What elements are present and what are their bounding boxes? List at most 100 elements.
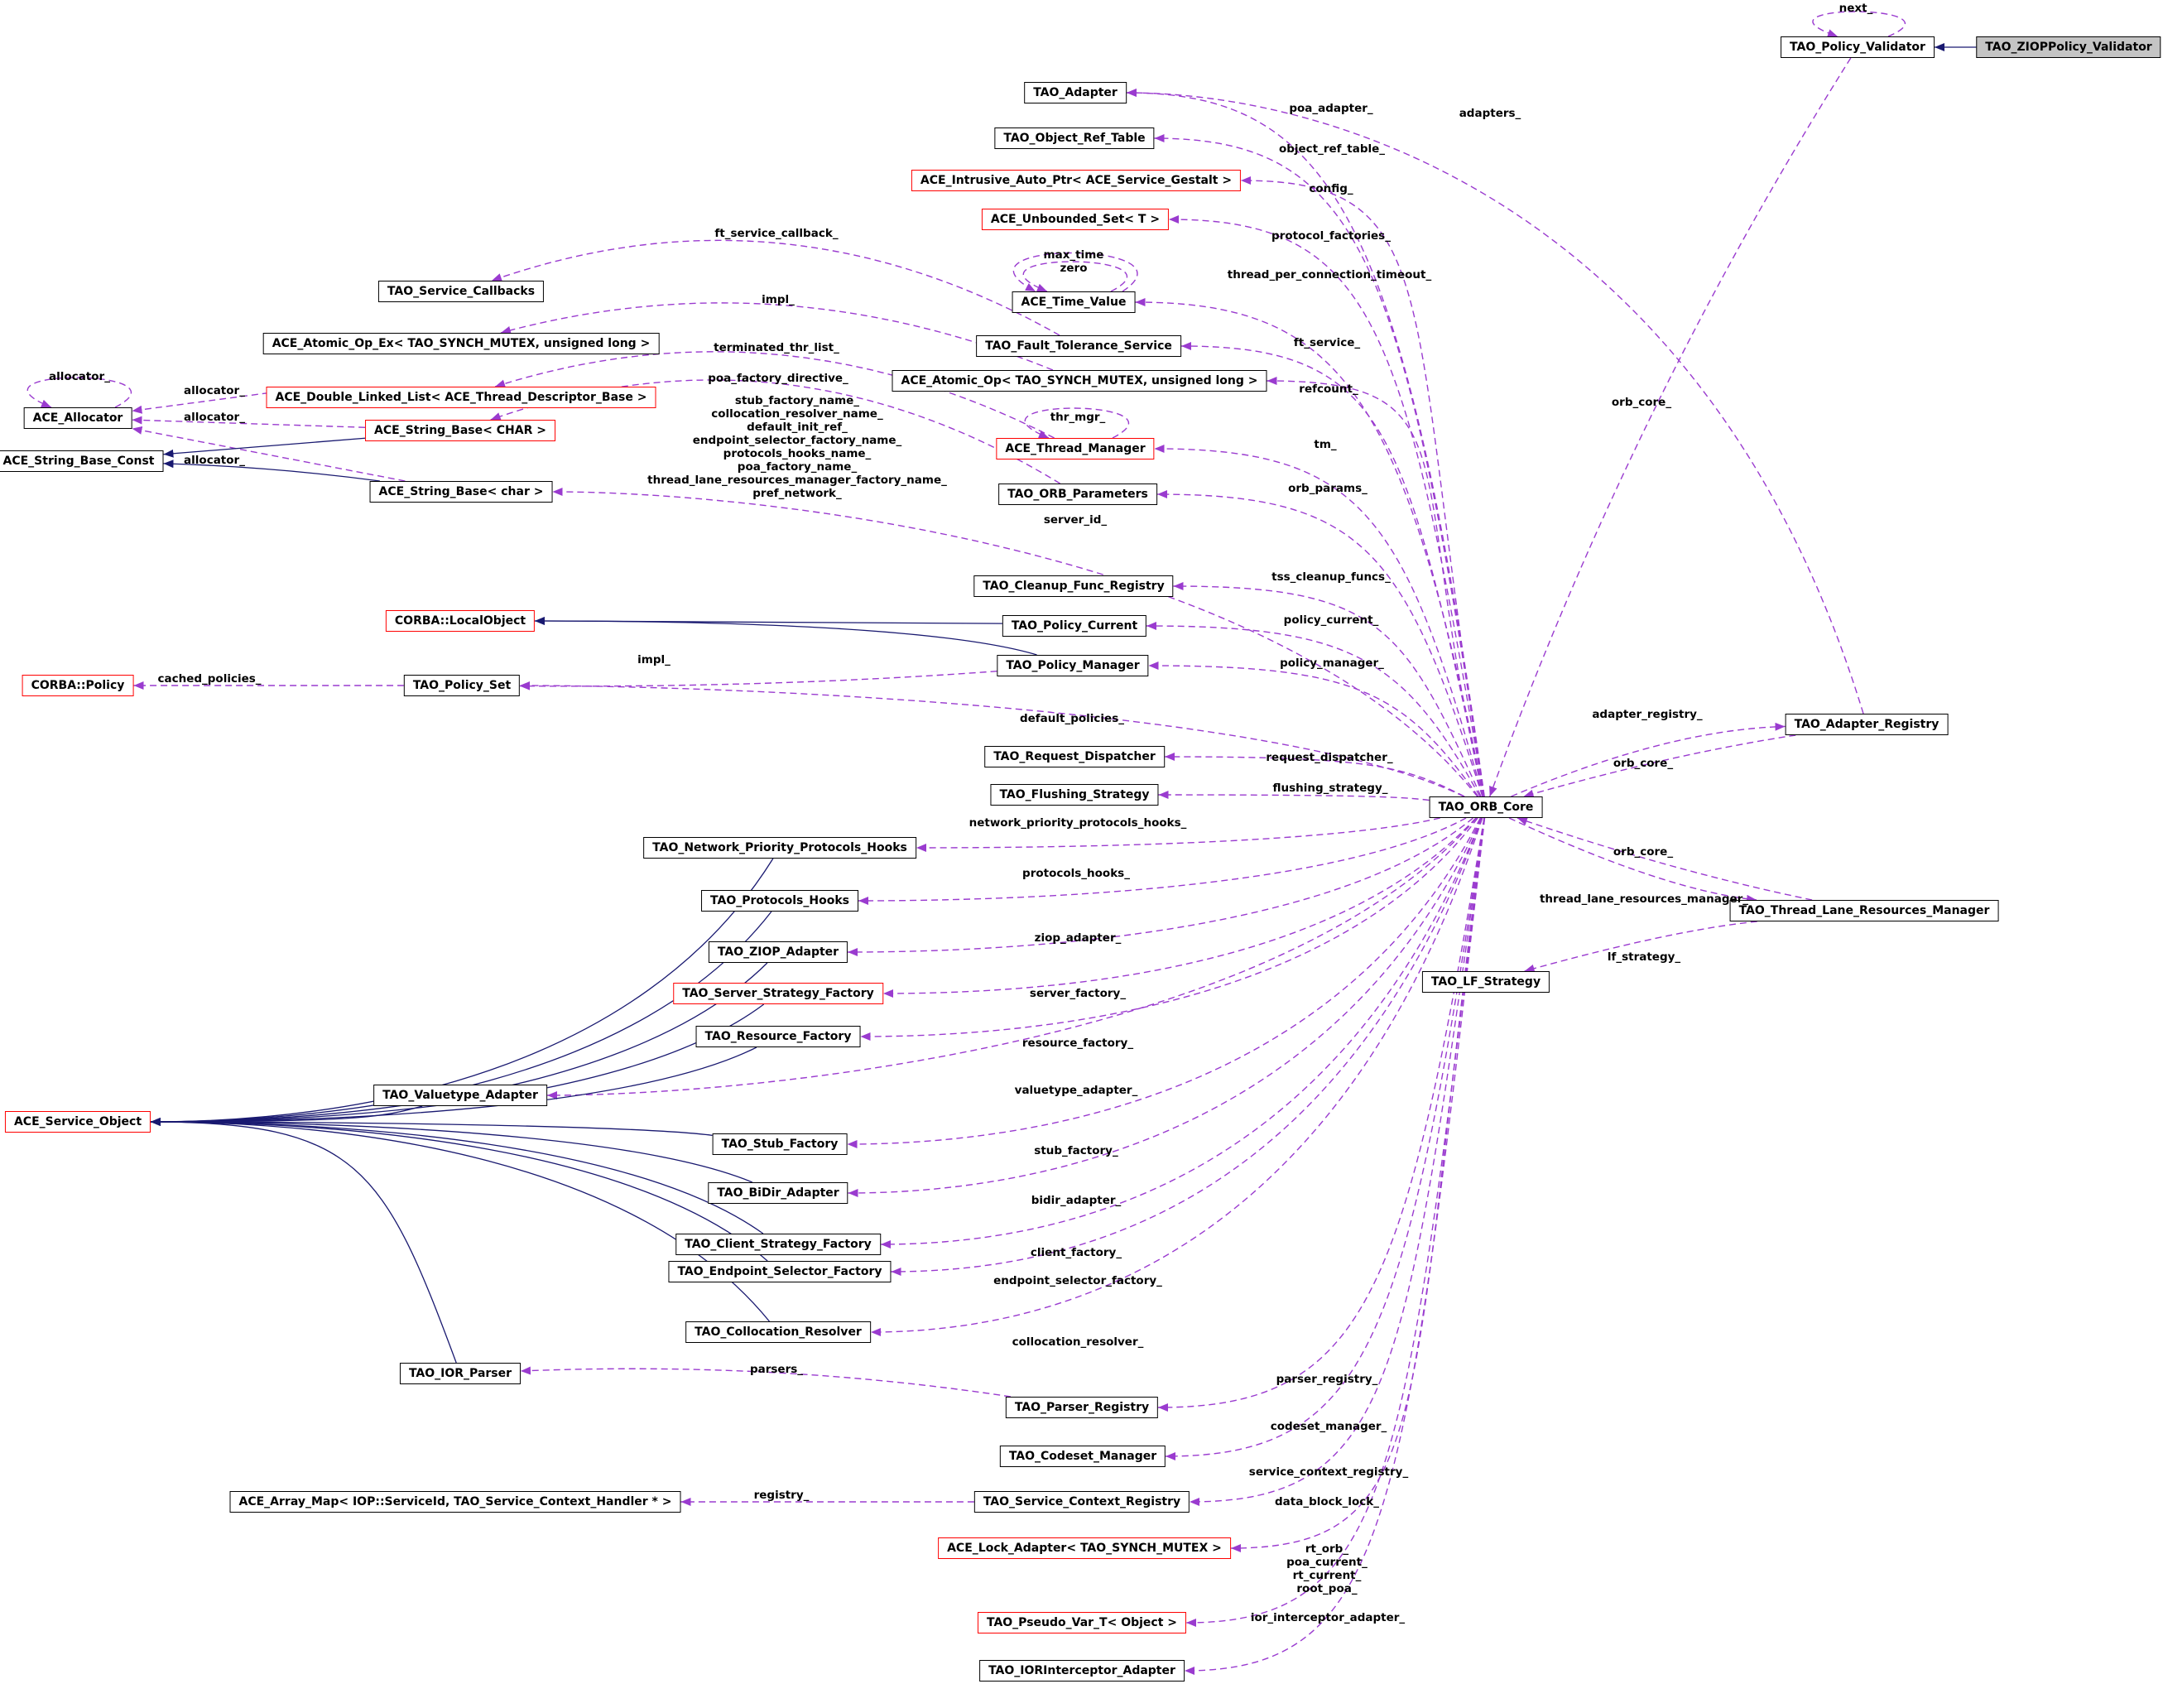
node-fts[interactable]: TAO_Fault_Tolerance_Service — [976, 335, 1181, 357]
node-ph[interactable]: TAO_Protocols_Hooks — [701, 890, 858, 912]
node-atm[interactable]: ACE_Thread_Manager — [996, 438, 1155, 459]
edge-label: network_priority_protocols_hooks_ — [969, 816, 1187, 830]
node-sf[interactable]: TAO_Stub_Factory — [712, 1133, 848, 1155]
member-edge — [858, 817, 1467, 905]
edge-label: endpoint_selector_factory_ — [993, 1274, 1162, 1287]
inheritance-edge — [150, 1118, 457, 1364]
member-edge — [848, 817, 1482, 1197]
inheritance-edge — [163, 437, 366, 458]
node-lo[interactable]: CORBA::LocalObject — [385, 610, 536, 632]
node-pvt[interactable]: TAO_Pseudo_Var_T< Object > — [977, 1612, 1187, 1633]
node-al[interactable]: ACE_Allocator — [23, 407, 132, 429]
node-orb[interactable]: TAO_ORB_Core — [1429, 796, 1543, 818]
node-va[interactable]: TAO_Valuetype_Adapter — [373, 1085, 547, 1106]
node-esf[interactable]: TAO_Endpoint_Selector_Factory — [668, 1261, 892, 1282]
edge-label: resource_factory_ — [1021, 1037, 1134, 1050]
edge-label: thr_mgr_ — [1050, 411, 1106, 424]
member-edge — [552, 488, 1478, 797]
node-cfr[interactable]: TAO_Cleanup_Func_Registry — [973, 575, 1174, 597]
member-edge — [1230, 817, 1485, 1552]
node-fs[interactable]: TAO_Flushing_Strategy — [990, 784, 1159, 806]
edge-label: default_policies_ — [1019, 712, 1125, 725]
member-edge — [1240, 176, 1485, 797]
edge-label: tss_cleanup_funcs_ — [1271, 570, 1391, 584]
node-bda[interactable]: TAO_BiDir_Adapter — [708, 1182, 848, 1204]
self-loop-edge — [1022, 261, 1127, 292]
node-pv[interactable]: TAO_Policy_Validator — [1781, 36, 1935, 58]
inheritance-edge — [163, 459, 380, 482]
node-iap[interactable]: ACE_Intrusive_Auto_Ptr< ACE_Service_Gest… — [911, 170, 1242, 191]
node-ssf[interactable]: TAO_Server_Strategy_Factory — [673, 983, 883, 1004]
member-edge — [1158, 791, 1430, 801]
node-tlrm[interactable]: TAO_Thread_Lane_Resources_Manager — [1729, 900, 1999, 921]
node-rd[interactable]: TAO_Request_Dispatcher — [984, 746, 1165, 767]
node-csf[interactable]: TAO_Client_Strategy_Factory — [675, 1234, 881, 1255]
node-preg[interactable]: TAO_Parser_Registry — [1005, 1397, 1159, 1418]
node-cm[interactable]: TAO_Codeset_Manager — [999, 1446, 1166, 1467]
member-edge — [1184, 817, 1486, 1675]
node-us[interactable]: ACE_Unbounded_Set< T > — [981, 209, 1170, 230]
node-ad[interactable]: TAO_Adapter — [1024, 82, 1127, 103]
edge-label: server_factory_ — [1029, 987, 1127, 1000]
node-iorp[interactable]: TAO_IOR_Parser — [399, 1363, 522, 1384]
node-ort[interactable]: TAO_Object_Ref_Table — [994, 127, 1155, 149]
node-cpol[interactable]: CORBA::Policy — [22, 675, 134, 696]
node-ao[interactable]: ACE_Atomic_Op< TAO_SYNCH_MUTEX, unsigned… — [892, 370, 1267, 392]
node-sbchar[interactable]: ACE_String_Base< char > — [369, 481, 553, 503]
edge-label: allocator_ — [184, 454, 245, 467]
node-dll[interactable]: ACE_Double_Linked_List< ACE_Thread_Descr… — [266, 387, 656, 408]
node-rf[interactable]: TAO_Resource_Factory — [695, 1026, 861, 1047]
member-edge — [1508, 817, 1757, 903]
node-lf[interactable]: TAO_LF_Strategy — [1421, 971, 1550, 993]
node-ar[interactable]: TAO_Adapter_Registry — [1785, 714, 1949, 735]
edge-label: policy_manager_ — [1280, 657, 1384, 670]
node-tv[interactable]: ACE_Time_Value — [1012, 291, 1136, 313]
self-loop-edge — [26, 377, 132, 408]
edge-label: adapter_registry_ — [1592, 708, 1703, 721]
member-edge — [1517, 817, 1813, 901]
edge-paths — [26, 11, 1977, 1675]
inheritance-edge — [150, 858, 774, 1126]
edge-label: flushing_strategy_ — [1272, 782, 1388, 795]
node-sbcc[interactable]: ACE_String_Base_Const — [0, 450, 164, 472]
member-edge — [1157, 817, 1485, 1412]
member-edge — [1156, 490, 1483, 797]
node-pm[interactable]: TAO_Policy_Manager — [997, 655, 1149, 676]
node-npph[interactable]: TAO_Network_Priority_Protocols_Hooks — [643, 837, 916, 859]
edge-label: rt_orb_ poa_current_ rt_current_ root_po… — [1286, 1542, 1367, 1595]
edge-label: lf_strategy_ — [1607, 950, 1681, 964]
node-cr[interactable]: TAO_Collocation_Resolver — [685, 1321, 871, 1343]
edge-label: registry_ — [753, 1489, 810, 1502]
node-pc[interactable]: TAO_Policy_Current — [1002, 615, 1147, 637]
edge-label: poa_factory_directive_ — [708, 372, 848, 385]
node-ps[interactable]: TAO_Policy_Set — [403, 675, 521, 696]
node-scr[interactable]: TAO_Service_Context_Registry — [973, 1491, 1190, 1513]
edge-label: parser_registry_ — [1276, 1373, 1378, 1386]
node-iia[interactable]: TAO_IORInterceptor_Adapter — [979, 1660, 1185, 1682]
node-sbC[interactable]: ACE_String_Base< CHAR > — [365, 420, 555, 441]
node-so[interactable]: ACE_Service_Object — [4, 1111, 151, 1133]
edge-label: allocator_ — [184, 411, 245, 424]
edge-label: valuetype_adapter_ — [1014, 1084, 1138, 1097]
inheritance-edge — [150, 1118, 770, 1322]
edge-label: terminated_thr_list_ — [714, 341, 839, 354]
member-edge — [1148, 662, 1479, 797]
node-aoe[interactable]: ACE_Atomic_Op_Ex< TAO_SYNCH_MUTEX, unsig… — [262, 333, 660, 354]
member-edge — [1524, 921, 1757, 973]
edge-label: max_time zero — [1043, 248, 1104, 275]
node-za[interactable]: TAO_ZIOP_Adapter — [708, 941, 848, 963]
member-edge — [1168, 215, 1485, 797]
member-edge — [494, 351, 1055, 439]
node-la[interactable]: ACE_Lock_Adapter< TAO_SYNCH_MUTEX > — [938, 1537, 1231, 1559]
node-svc[interactable]: TAO_Service_Callbacks — [377, 281, 545, 302]
self-loop-edge — [1012, 252, 1138, 292]
member-edge — [519, 681, 1464, 797]
node-orbp[interactable]: TAO_ORB_Parameters — [998, 484, 1157, 505]
member-edge — [882, 817, 1477, 998]
member-edge — [1189, 817, 1485, 1506]
edge-label: allocator_ — [49, 370, 110, 383]
edge-label: tm_ — [1314, 438, 1337, 451]
node-am[interactable]: ACE_Array_Map< IOP::ServiceId, TAO_Servi… — [229, 1491, 681, 1513]
node-zpv[interactable]: TAO_ZIOPPolicy_Validator — [1976, 36, 2161, 58]
